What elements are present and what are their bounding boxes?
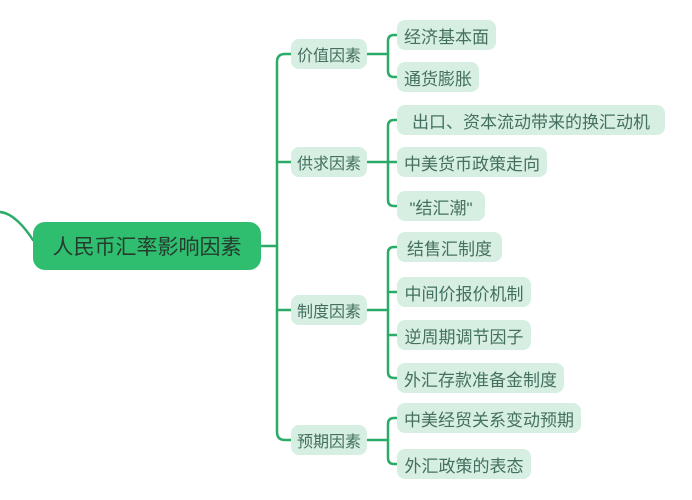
- institutional-trunk: [386, 245, 399, 380]
- leaf-node-fx-settlement-sales-system[interactable]: 结售汇制度: [397, 232, 502, 262]
- leaf-node-fx-policy-statements[interactable]: 外汇政策的表态: [397, 449, 531, 479]
- branch-node-value-factors[interactable]: 价值因素: [291, 39, 368, 69]
- main-trunk-line: [275, 52, 293, 442]
- branch-node-expectation-factors[interactable]: 预期因素: [291, 425, 368, 455]
- parent-connector-line: [0, 210, 35, 242]
- branch-node-supply-demand-factors[interactable]: 供求因素: [291, 147, 368, 177]
- root-node[interactable]: 人民币汇率影响因素: [33, 222, 261, 270]
- leaf-node-fx-deposit-reserve-system[interactable]: 外汇存款准备金制度: [397, 363, 564, 393]
- leaf-node-central-parity-quotation-mechanism[interactable]: 中间价报价机制: [397, 277, 531, 307]
- supply-demand-trunk: [386, 118, 399, 208]
- leaf-node-us-china-trade-relations-expectations[interactable]: 中美经贸关系变动预期: [397, 403, 581, 433]
- leaf-node-countercyclical-adjustment-factor[interactable]: 逆周期调节因子: [397, 320, 531, 350]
- expectation-trunk: [386, 416, 399, 466]
- leaf-node-us-china-monetary-policy[interactable]: 中美货币政策走向: [397, 147, 547, 177]
- leaf-node-settlement-wave[interactable]: "结汇潮": [397, 191, 485, 221]
- branch-node-institutional-factors[interactable]: 制度因素: [291, 295, 368, 325]
- leaf-node-fx-conversion-motive[interactable]: 出口、资本流动带来的换汇动机: [397, 105, 665, 135]
- value-factors-trunk: [386, 33, 399, 79]
- leaf-node-economic-fundamentals[interactable]: 经济基本面: [397, 20, 496, 50]
- leaf-node-inflation[interactable]: 通货膨胀: [397, 62, 479, 92]
